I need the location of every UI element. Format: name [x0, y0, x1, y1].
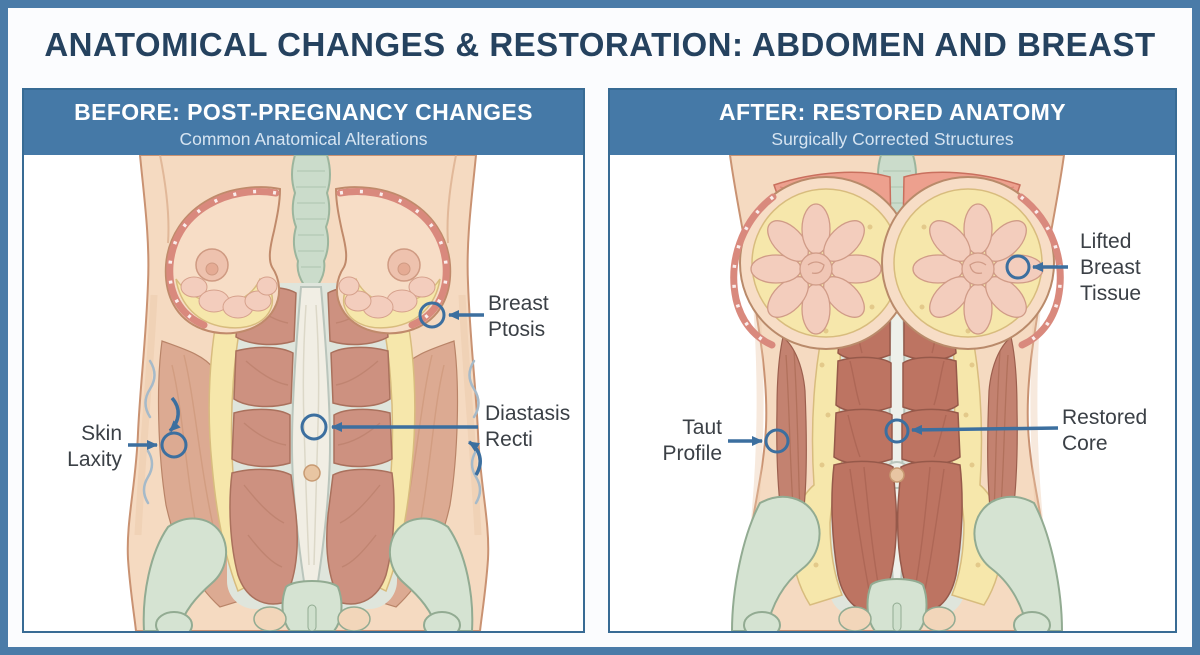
after-panel-body: Lifted Breast Tissue Taut Profile Restor… — [610, 155, 1175, 631]
before-panel-subheading: Common Anatomical Alterations — [179, 129, 428, 149]
navel — [303, 464, 321, 482]
before-panel-header: BEFORE: POST-PREGNANCY CHANGES Common An… — [24, 90, 583, 155]
nipple — [205, 262, 219, 276]
rectus-muscle-column — [229, 286, 298, 605]
lifted-breast-tissue-label: Lifted Breast Tissue — [1080, 230, 1142, 305]
breast-ptosis-marker — [418, 301, 446, 329]
lifted-breast-marker — [1005, 254, 1031, 280]
infographic-canvas: ANATOMICAL CHANGES & RESTORATION: ABDOME… — [8, 8, 1192, 647]
after-anatomy-illustration — [728, 155, 1068, 631]
rectus-muscle-column — [831, 302, 898, 613]
restored-core-label: Restored Core — [1062, 406, 1148, 455]
before-annotations — [128, 301, 484, 476]
after-panel-subheading: Surgically Corrected Structures — [771, 129, 1014, 149]
navel — [889, 467, 905, 483]
after-panel-heading: AFTER: RESTORED ANATOMY — [719, 99, 1066, 125]
before-panel-body: Breast Ptosis Diastasis Recti Skin Laxit… — [24, 155, 583, 631]
ptotic-breast — [164, 186, 282, 335]
after-panel: AFTER: RESTORED ANATOMY Surgically Corre… — [608, 88, 1177, 633]
after-panel-header: AFTER: RESTORED ANATOMY Surgically Corre… — [610, 90, 1175, 155]
before-panel: BEFORE: POST-PREGNANCY CHANGES Common An… — [22, 88, 585, 633]
after-annotations — [728, 254, 1068, 454]
taut-profile-label: Taut Profile — [662, 416, 722, 465]
diastasis-marker — [300, 413, 328, 441]
before-anatomy-illustration — [126, 155, 490, 631]
before-panel-heading: BEFORE: POST-PREGNANCY CHANGES — [74, 99, 533, 125]
restored-core-arrow — [911, 424, 1059, 435]
skin-laxity-marker — [160, 431, 188, 459]
breast-ptosis-label: Breast Ptosis — [488, 292, 549, 341]
lifted-breast — [730, 176, 913, 350]
diastasis-recti-label: Diastasis Recti — [485, 402, 571, 451]
sag-direction-arrow — [168, 396, 181, 433]
skin-laxity-squiggles — [142, 359, 482, 505]
glandular-lobules — [750, 203, 882, 335]
pelvis-bones — [730, 495, 1063, 631]
page-title: ANATOMICAL CHANGES & RESTORATION: ABDOME… — [44, 26, 1156, 63]
taut-profile-marker — [764, 428, 790, 454]
restored-core-marker — [884, 418, 910, 444]
skin-laxity-label: Skin Laxity — [67, 422, 122, 471]
pelvis-bones — [142, 517, 474, 631]
lift-direction-arrow — [467, 440, 482, 476]
